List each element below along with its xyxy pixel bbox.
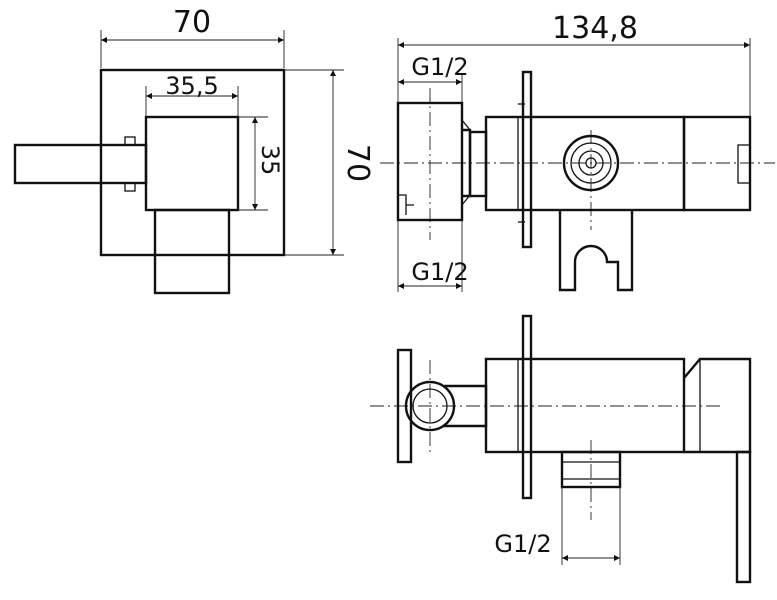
bottom-handle-lever: [735, 450, 752, 584]
side-wall-plate: [521, 70, 533, 249]
bottom-body: [484, 357, 686, 454]
front-lower-block: [153, 208, 231, 295]
front-handle-lever: [13, 143, 148, 185]
side-body: [484, 115, 686, 212]
front-pin-bottom: [124, 182, 136, 192]
side-bracket: [558, 210, 634, 292]
side-cap: [682, 115, 752, 212]
total-length-label: 134,8: [552, 11, 638, 46]
side-outlet-nut: [562, 134, 620, 192]
thread-top-label: G1/2: [411, 53, 468, 81]
front-height-label: 70: [340, 144, 375, 182]
bottom-outlet-nut: [560, 450, 622, 489]
front-pin-top: [124, 136, 136, 146]
bottom-dimensions: G1/2: [494, 487, 621, 565]
thread-outlet-label: G1/2: [494, 530, 551, 558]
bottom-inlet-ring: [404, 380, 456, 432]
side-dimensions: 134,8 G1/2 G1/2: [397, 11, 751, 292]
handle-width-label: 35,5: [165, 72, 218, 100]
front-dimensions: 70 35,5 35 70: [100, 5, 375, 256]
front-plate: [99, 68, 286, 257]
thread-bottom-label: G1/2: [411, 258, 468, 286]
bottom-wall-plate: [521, 314, 533, 500]
front-width-label: 70: [173, 5, 211, 40]
side-inlet-fitting: [396, 101, 464, 222]
bottom-handle: [683, 357, 752, 454]
bottom-inlet-flange: [396, 348, 413, 464]
front-view: [13, 68, 286, 295]
side-view: [380, 70, 775, 292]
handle-height-label: 35: [256, 145, 284, 176]
front-body: [144, 115, 240, 212]
bottom-view: [370, 314, 752, 584]
side-neck: [468, 130, 488, 198]
